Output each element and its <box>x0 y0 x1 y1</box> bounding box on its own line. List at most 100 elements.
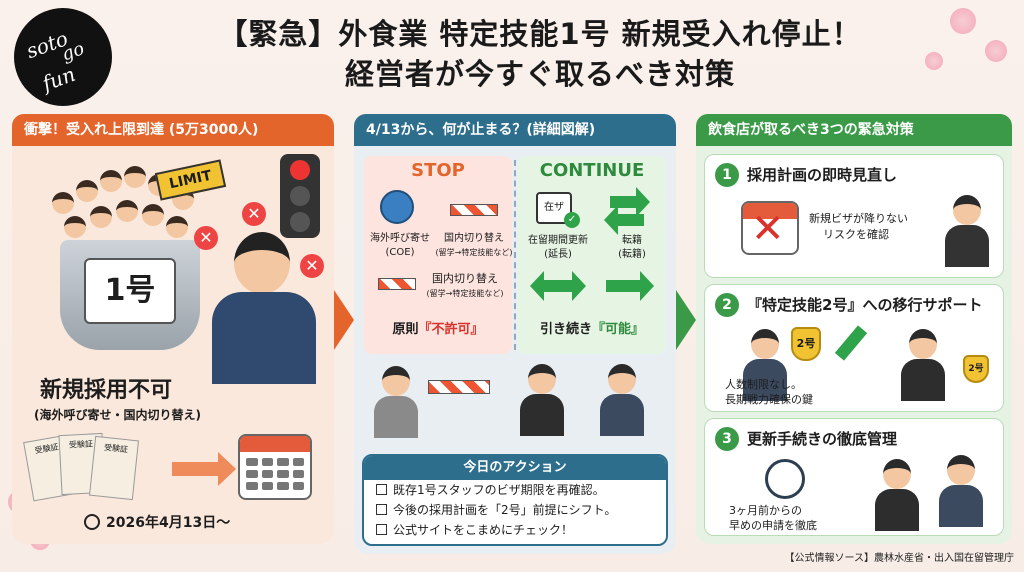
card1-title: 採用計画の即時見直し <box>747 166 898 184</box>
crowd-illustration <box>42 162 212 246</box>
panel-impact: 衝撃！受入れ上限到達 (5万3000人) LIMIT 1号 ✕ ✕ ✕ 新規採用… <box>12 114 334 544</box>
calendar-icon <box>238 434 312 500</box>
card1-text1: 新規ビザが降りない <box>809 212 908 225</box>
today-actions: 今日のアクション 既存1号スタッフのビザ期限を再確認。 今後の採用計画を「2号」… <box>362 454 668 546</box>
step-number: 2 <box>715 293 739 317</box>
x-mark-icon: ✕ <box>194 226 218 250</box>
doc-label: 受験証 <box>88 435 140 501</box>
stop-footer: 原則『不許可』 <box>364 318 512 337</box>
x-mark-icon: ✕ <box>300 254 324 278</box>
flow-arrow-icon <box>334 290 354 350</box>
person-icon <box>166 216 188 238</box>
title-line-2: 経営者が今すぐ取るべき対策 <box>344 57 735 91</box>
panel-impact-header: 衝撃！受入れ上限到達 (5万3000人) <box>12 114 334 146</box>
headline-no-hiring: 新規採用不可 <box>40 378 173 403</box>
stop-item3-sub: (留学→特定技能など) <box>426 289 504 298</box>
card2-text2: 長期戦力確保の鍵 <box>725 393 813 406</box>
step-number: 3 <box>715 427 739 451</box>
barrier-icon <box>450 204 498 216</box>
cherry-blossom-icon <box>985 40 1007 62</box>
action-item-text: 今後の採用計画を「2号」前提にシフト。 <box>393 503 617 517</box>
action-item: 今後の採用計画を「2号」前提にシフト。 <box>364 500 666 520</box>
checkbox-icon <box>376 484 387 495</box>
person-icon <box>100 170 122 192</box>
stop-item3: 国内切り替え <box>432 272 498 285</box>
countermeasure-card-2: 2 『特定技能2号』への移行サポート 2号 2号 人数制限なし。 長期戦力確保の… <box>704 284 1004 412</box>
continue-footer-prefix: 引き続き <box>539 322 592 337</box>
manager-body <box>212 292 316 384</box>
continue-item1-sub: (延長) <box>544 249 572 260</box>
divider <box>514 160 516 350</box>
start-date: 2026年4月13日〜 <box>106 515 231 531</box>
cherry-blossom-icon <box>950 8 976 34</box>
arrow-right-icon <box>606 271 654 301</box>
title-line-1: 【緊急】外食業 特定技能1号 新規受入れ停止！ <box>218 17 862 51</box>
person-icon <box>124 166 146 188</box>
card1-text2: リスクを確認 <box>823 228 889 241</box>
person-icon <box>142 204 164 226</box>
arrow-left-icon <box>604 205 644 235</box>
worried-manager-icon <box>234 232 290 294</box>
arrow-right-icon <box>172 452 236 486</box>
continue-footer: 引き続き『可能』 <box>518 318 666 337</box>
panel-details-header: 4/13から、何が止まる？(詳細図解) <box>354 114 676 146</box>
person-icon <box>52 192 74 214</box>
certificate-badge-icon: 2号 <box>963 355 989 383</box>
svg-text:fun: fun <box>37 62 78 97</box>
clock-icon <box>84 514 100 530</box>
exam-documents-icon: 受験証 受験証 受験証 <box>23 432 148 502</box>
panel-countermeasures-header: 飲食店が取るべき3つの緊急対策 <box>696 114 1012 146</box>
continue-item2-sub: (転籍) <box>618 249 646 260</box>
person-icon <box>64 216 86 238</box>
source-note: 【公式情報ソース】農林水産省・出入国在留管理庁 <box>784 553 1015 564</box>
continue-title: CONTINUE <box>539 160 645 181</box>
panel-countermeasures: 飲食店が取るべき3つの緊急対策 1 採用計画の即時見直し ✕ 新規ビザが降りない… <box>696 114 1012 544</box>
person-icon <box>76 180 98 202</box>
person-icon <box>116 200 138 222</box>
cherry-blossom-icon <box>925 52 943 70</box>
person-icon <box>90 206 112 228</box>
logo-graphic: soto go fun <box>23 26 87 97</box>
upward-arrow-icon <box>834 325 868 361</box>
stop-footer-emph: 『不許可』 <box>418 322 484 337</box>
continue-footer-emph: 『可能』 <box>592 322 645 337</box>
globe-airplane-icon <box>380 190 414 224</box>
checkbox-icon <box>376 524 387 535</box>
stop-footer-prefix: 原則 <box>392 322 419 337</box>
two-way-arrow-icon <box>530 271 586 301</box>
stop-title: STOP <box>411 160 465 181</box>
checkbox-icon <box>376 504 387 515</box>
barrier-icon <box>378 278 416 290</box>
brand-logo: soto go fun <box>14 8 112 106</box>
step-number: 1 <box>715 163 739 187</box>
traffic-light-icon <box>280 154 320 238</box>
action-item: 既存1号スタッフのビザ期限を再確認。 <box>364 480 666 500</box>
stop-item1: 海外呼び寄せ <box>370 233 430 244</box>
bucket-illustration: 1号 <box>60 240 200 350</box>
panel-details: 4/13から、何が止まる？(詳細図解) STOP 海外呼び寄せ (COE) 国内… <box>354 114 676 554</box>
card2-text1: 人数制限なし。 <box>725 378 802 391</box>
actions-title: 今日のアクション <box>364 456 666 480</box>
action-item-text: 公式サイトをこまめにチェック！ <box>393 523 574 537</box>
flow-arrow-icon <box>676 290 696 350</box>
action-item: 公式サイトをこまめにチェック！ <box>364 520 666 540</box>
countermeasure-card-3: 3 更新手続きの徹底管理 3ヶ月前からの 早めの申請を徹底 <box>704 418 1004 536</box>
checkmark-icon: ✓ <box>564 212 580 228</box>
barrier-icon <box>428 380 490 394</box>
stop-item1-sub: (COE) <box>385 247 415 258</box>
crossed-calendar-icon: ✕ <box>741 201 799 255</box>
level2-badge-icon: 2号 <box>791 327 821 361</box>
card2-title: 『特定技能2号』への移行サポート <box>747 296 983 314</box>
stop-item2: 国内切り替え <box>444 233 504 244</box>
continue-box: CONTINUE 在ザ ✓ 在留期間更新 (延長) 転籍 (転籍) 引き続き『可… <box>518 156 666 354</box>
countermeasure-card-1: 1 採用計画の即時見直し ✕ 新規ビザが降りない リスクを確認 <box>704 154 1004 278</box>
card3-text1: 3ヶ月前からの <box>729 504 802 517</box>
headline-sub: (海外呼び寄せ・国内切り替え) <box>34 408 201 422</box>
card3-text2: 早めの申請を徹底 <box>729 519 817 532</box>
clock-icon <box>765 459 805 499</box>
continue-item1: 在留期間更新 <box>528 235 588 246</box>
page-title: 【緊急】外食業 特定技能1号 新規受入れ停止！ 経営者が今すぐ取るべき対策 <box>160 14 920 94</box>
action-item-text: 既存1号スタッフのビザ期限を再確認。 <box>393 483 605 497</box>
card3-title: 更新手続きの徹底管理 <box>747 430 898 448</box>
bucket-label: 1号 <box>84 258 176 324</box>
